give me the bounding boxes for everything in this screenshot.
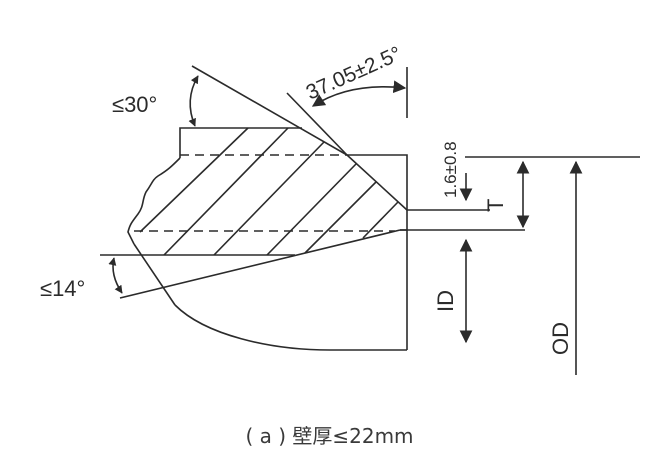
figure-caption: ( a ) 壁厚≤22mm xyxy=(245,424,414,448)
bevel-angle-tolerance-label: 37.05±2.5° xyxy=(303,42,405,104)
inner-taper-angle-label: ≤14° xyxy=(40,276,85,301)
bevel-angle-arc xyxy=(311,80,407,107)
thirty-degree-reference-line xyxy=(191,65,348,156)
section-hatching xyxy=(139,127,399,256)
thirty-degree-arc xyxy=(188,75,199,127)
inner-diameter-label: ID xyxy=(433,290,458,312)
bevel-extension-line xyxy=(286,92,348,156)
outer-bevel-angle-label: ≤30° xyxy=(112,92,157,117)
pipe-section-outline xyxy=(100,127,525,351)
outer-diameter-label: OD xyxy=(548,322,573,355)
fourteen-degree-arc xyxy=(108,257,123,294)
inner-taper-line xyxy=(119,229,401,299)
thickness-label: T xyxy=(483,199,508,212)
root-face-label: 1.6±0.8 xyxy=(441,141,460,198)
